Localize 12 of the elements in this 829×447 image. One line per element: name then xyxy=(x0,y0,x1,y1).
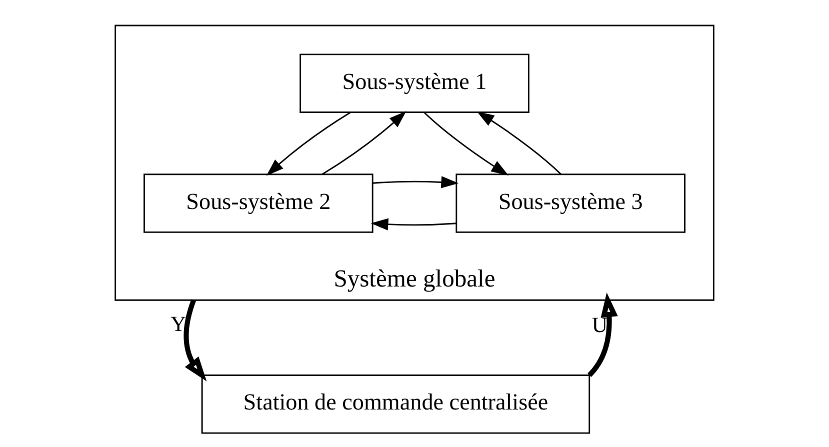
node-box: Station de commande centralisée xyxy=(201,374,590,434)
node-box: Sous-système 3 xyxy=(456,174,686,233)
arrow xyxy=(476,111,562,175)
arrow xyxy=(184,299,207,382)
node-box: Sous-système 2 xyxy=(144,174,374,233)
arrow xyxy=(370,218,456,230)
arrow xyxy=(266,112,351,176)
node-box: Sous-système 1 xyxy=(300,54,530,113)
arrow xyxy=(322,111,406,175)
arrow xyxy=(372,176,459,188)
arrow xyxy=(588,292,618,377)
arrow xyxy=(424,112,509,176)
